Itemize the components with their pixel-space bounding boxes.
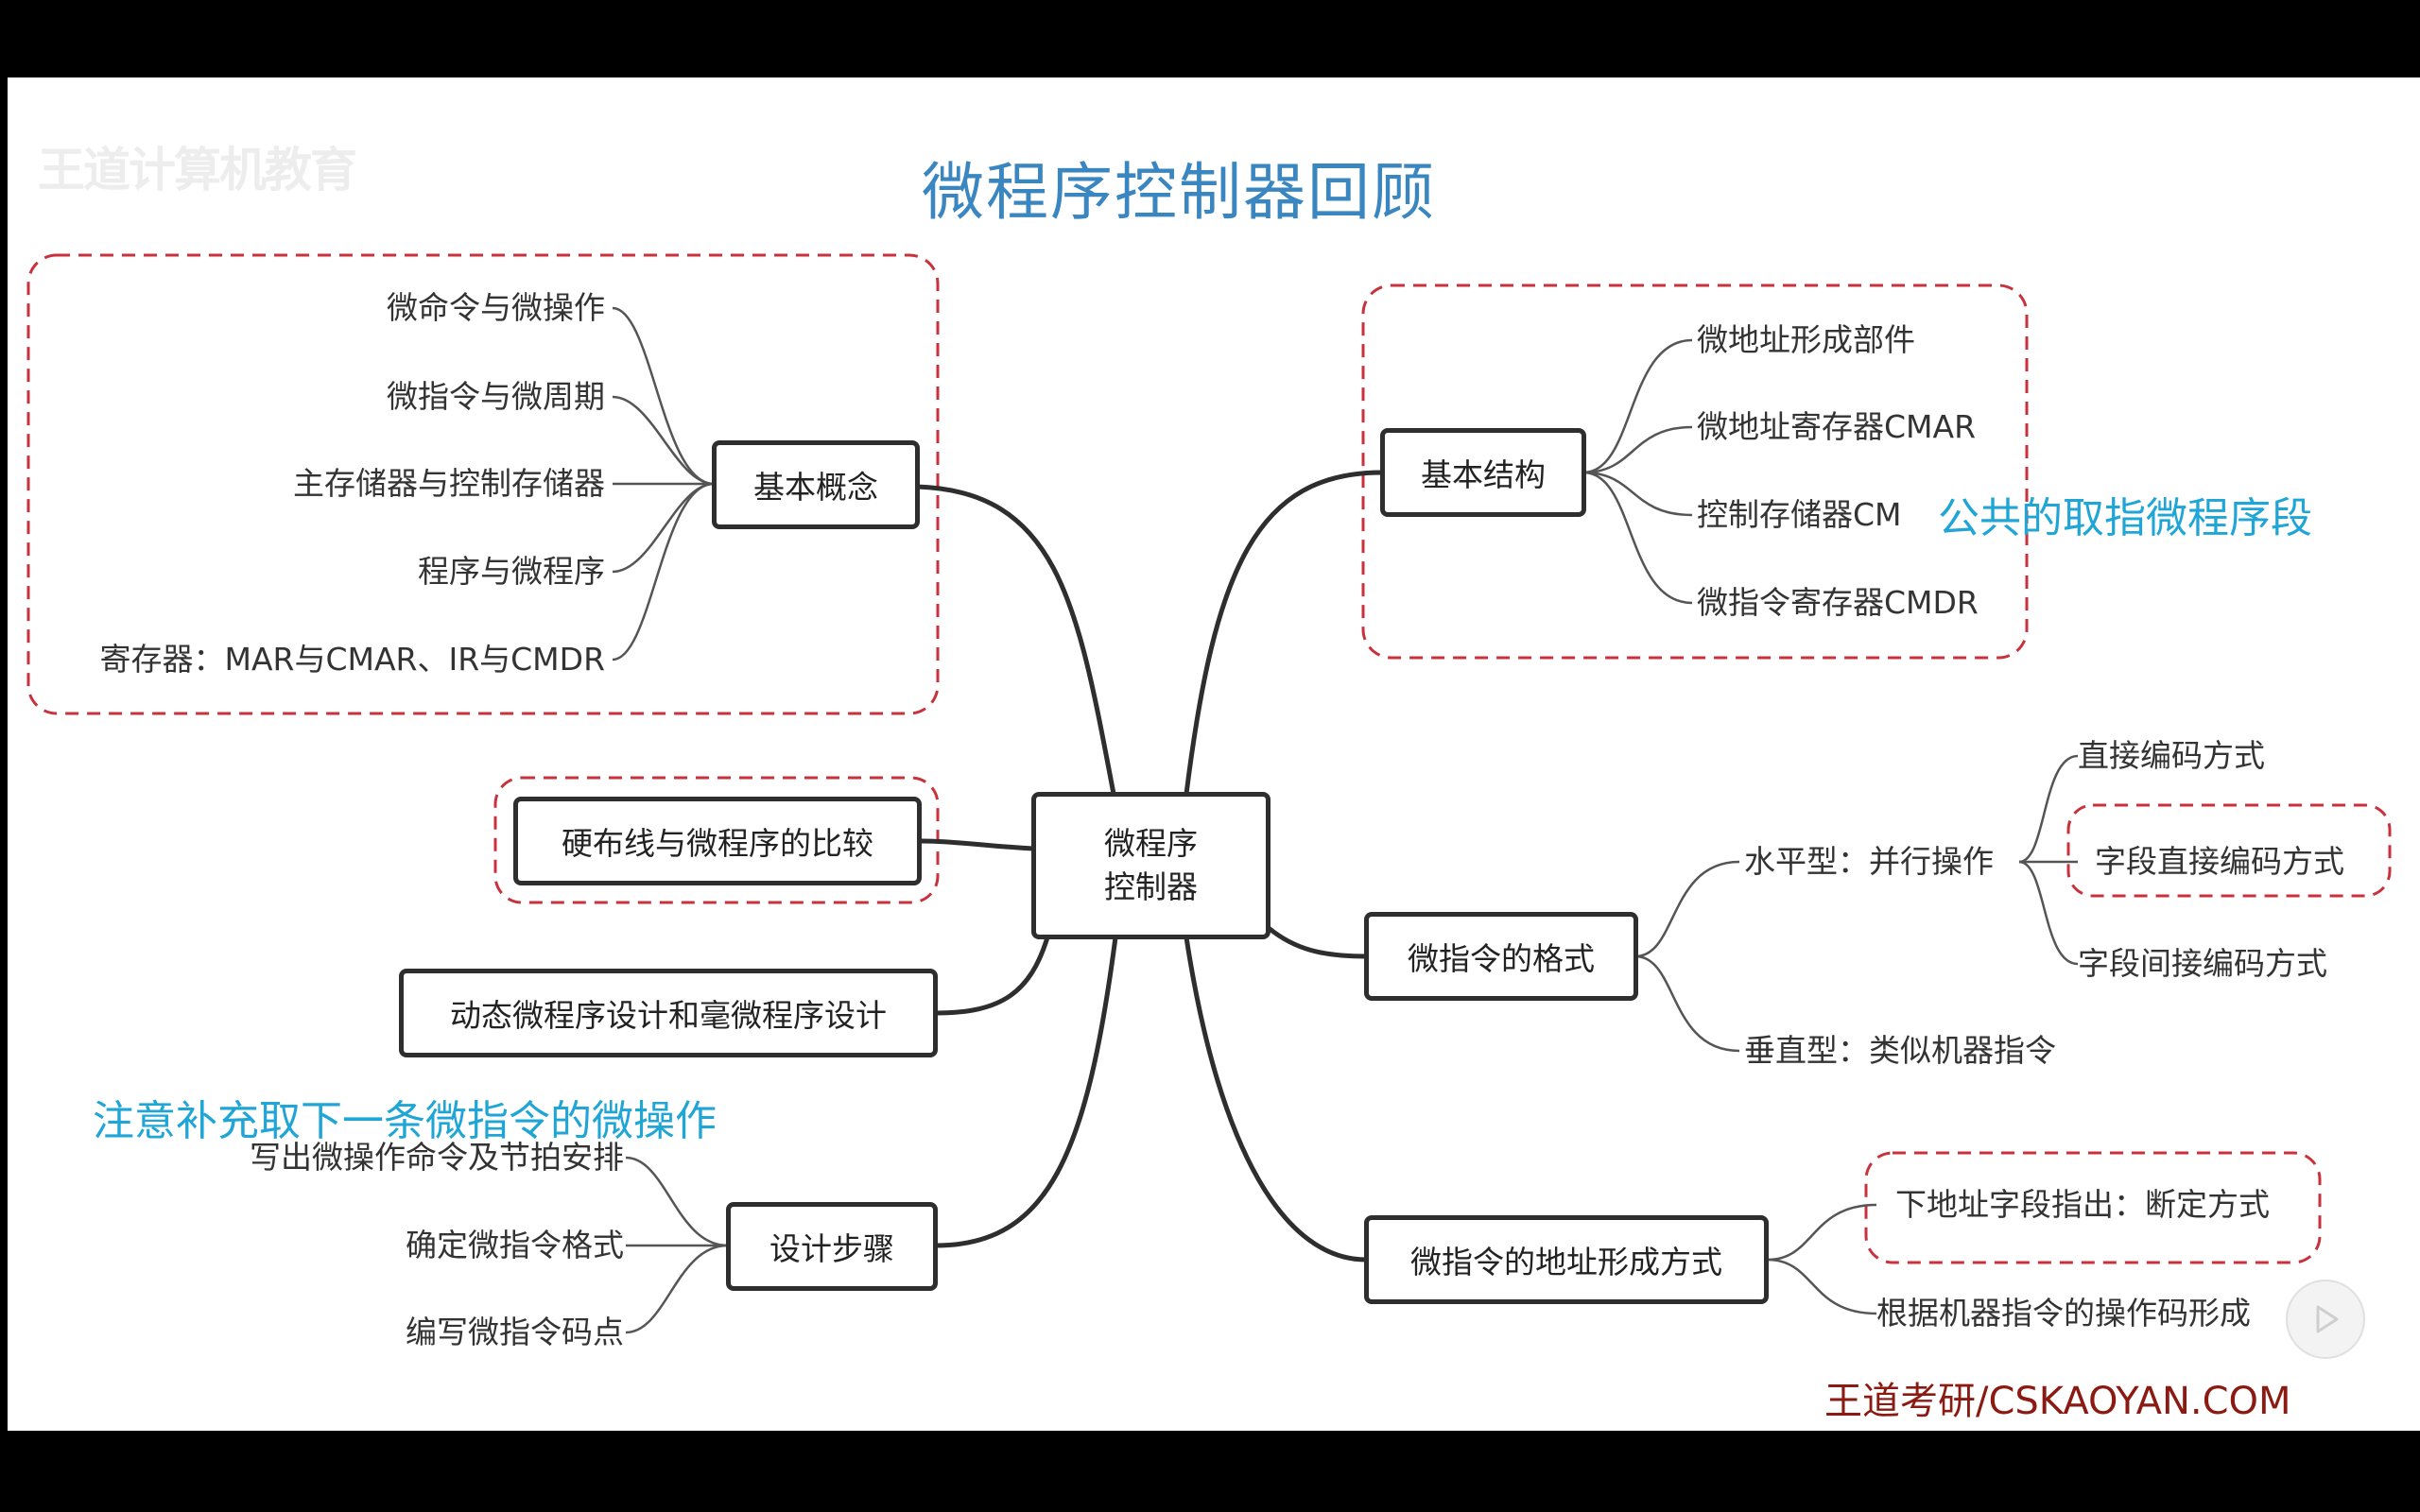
leaf-addr-1: 下地址字段指出：断定方式 [1895,1186,2270,1223]
edge-bs-3 [1582,471,1693,517]
edge-addr-2 [1767,1258,1877,1315]
edge-root-basic-concepts [914,484,1116,797]
leaf-bc-3: 主存储器与控制存储器 [293,465,605,502]
node-addressing: 微指令的地址形成方式 [1364,1215,1769,1304]
node-format: 微指令的格式 [1364,912,1638,1001]
highlight-field-direct [2066,803,2392,898]
leaf-ds-2: 确定微指令格式 [406,1227,624,1263]
edge-root-format [1266,925,1369,959]
play-button[interactable] [2286,1280,2365,1359]
leaf-bc-2: 微指令与微周期 [387,378,605,415]
edge-root-design [933,935,1118,1248]
leaf-h-3: 字段间接编码方式 [2078,945,2327,982]
edge-bs-4 [1582,471,1693,605]
annotation-fetch-next: 注意补充取下一条微指令的微操作 [93,1097,717,1145]
watermark: 王道计算机教育 [38,143,357,198]
node-dynamic: 动态微程序设计和毫微程序设计 [399,969,938,1057]
play-icon [2316,1305,2339,1333]
leaf-ds-1: 写出微操作命令及节拍安排 [250,1139,624,1176]
leaf-bs-3: 控制存储器CM [1697,496,1902,533]
leaf-addr-2: 根据机器指令的操作码形成 [1876,1295,2251,1332]
edge-h-1 [2018,754,2079,864]
edge-bc-2 [612,395,715,486]
slide [8,77,2420,1431]
highlight-basic-concepts [26,253,940,715]
edge-root-addressing [1184,935,1369,1263]
leaf-bs-4: 微指令寄存器CMDR [1697,584,1979,621]
leaf-ds-3: 编写微指令码点 [406,1314,624,1350]
leaf-bc-4: 程序与微程序 [418,553,605,590]
edge-addr-1 [1767,1203,1877,1262]
leaf-h-2: 字段直接编码方式 [2095,843,2344,880]
leaf-bc-1: 微命令与微操作 [387,289,605,326]
highlight-next-address [1864,1151,2322,1264]
node-comparison: 硬布线与微程序的比较 [513,797,922,885]
leaf-horizontal: 水平型：并行操作 [1744,843,1994,880]
node-design-steps: 设计步骤 [726,1202,938,1291]
edge-ds-1 [625,1156,729,1247]
leaf-bc-5: 寄存器：MAR与CMAR、IR与CMDR [99,641,605,678]
credit-footer: 王道考研/CSKAOYAN.COM [1824,1380,2291,1423]
leaf-bs-2: 微地址寄存器CMAR [1697,408,1977,445]
leaf-bs-1: 微地址形成部件 [1697,321,1915,358]
edge-bs-2 [1582,425,1693,474]
edge-fmt-v [1634,954,1740,1053]
edge-fmt-h [1634,860,1740,958]
leaf-vertical: 垂直型：类似机器指令 [1744,1032,2056,1069]
edge-bs-1 [1582,338,1693,474]
edge-h-3 [2018,860,2079,966]
edge-root-structure [1184,470,1385,797]
edge-root-comparison [919,838,1036,851]
edge-bc-1 [612,306,715,486]
leaf-h-1: 直接编码方式 [2078,737,2265,774]
highlight-basic-structure [1361,284,2029,660]
root-node: 微程序 控制器 [1031,792,1270,939]
annotation-public-fetch: 公共的取指微程序段 [1938,494,2312,542]
root-line-2: 控制器 [1104,868,1198,905]
root-line-1: 微程序 [1104,825,1198,862]
node-basic-concepts: 基本概念 [712,440,920,529]
edge-root-dynamic [933,935,1050,1016]
edge-bc-5 [612,482,715,662]
edge-ds-3 [625,1244,729,1334]
slide-title: 微程序控制器回顾 [922,156,1436,229]
node-basic-structure: 基本结构 [1380,428,1586,517]
